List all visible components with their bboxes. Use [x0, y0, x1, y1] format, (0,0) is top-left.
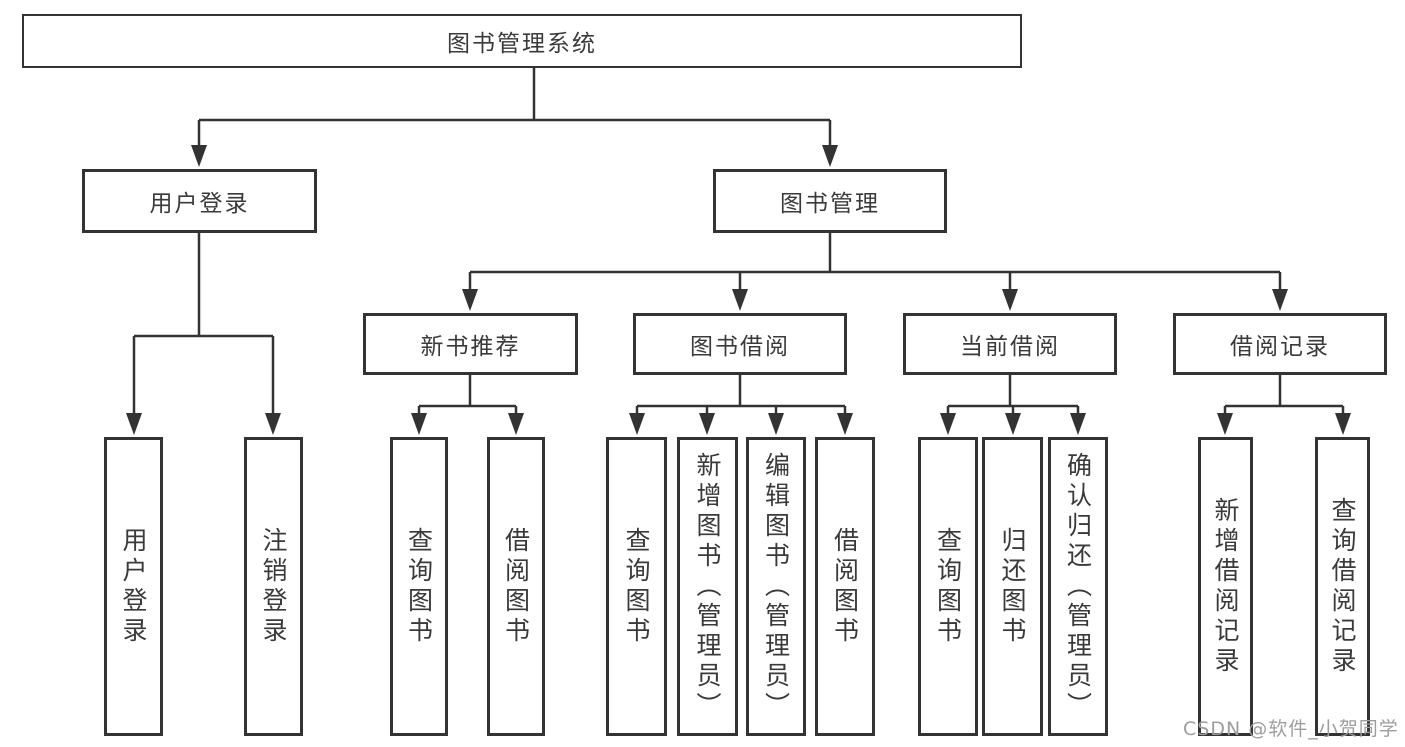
leaf-label: 注销登录: [259, 526, 288, 647]
edge-book-borrow-branch: [635, 404, 847, 416]
leaf-label: 用户登录: [119, 526, 148, 647]
leaf-current-confirm-admin: 确认归还（管理员）: [1048, 437, 1108, 736]
leaf-label: 确认归还（管理员）: [1063, 451, 1093, 722]
leaf-borrow-add-admin: 新增图书（管理员）: [677, 437, 738, 736]
node-current-borrow: 当前借阅: [903, 313, 1117, 375]
node-borrow-records: 借阅记录: [1173, 313, 1387, 375]
leaf-current-query: 查询图书: [918, 437, 978, 736]
leaf-label: 借阅图书: [830, 526, 860, 647]
node-book-mgmt: 图书管理: [713, 169, 947, 233]
leaf-label: 查询图书: [404, 526, 434, 647]
edge-level3-branch: [468, 270, 1282, 292]
leaf-label: 归还图书: [998, 526, 1027, 647]
edge-current-borrow-branch: [946, 404, 1080, 416]
leaf-label: 借阅图书: [501, 526, 531, 647]
leaf-logout: 注销登录: [244, 437, 303, 736]
leaf-borrow-book: 借阅图书: [815, 437, 875, 736]
leaf-user-login: 用户登录: [104, 437, 163, 736]
leaf-label: 新增借阅记录: [1211, 496, 1240, 677]
leaf-label: 查询图书: [622, 526, 651, 647]
leaf-records-add: 新增借阅记录: [1198, 437, 1253, 736]
node-user-login: 用户登录: [82, 169, 317, 233]
edge-level1-branch: [197, 118, 832, 148]
edge-user-login-branch: [132, 334, 275, 416]
leaf-newbooks-query: 查询图书: [390, 437, 448, 736]
node-root: 图书管理系统: [22, 14, 1022, 68]
leaf-label: 查询图书: [933, 526, 963, 647]
leaf-borrow-edit-admin: 编辑图书（管理员）: [746, 437, 806, 736]
leaf-label: 新增图书（管理员）: [693, 451, 722, 722]
leaf-label: 查询借阅记录: [1328, 496, 1357, 677]
csdn-watermark: CSDN @软件_小贺同学: [1183, 718, 1399, 740]
node-new-books: 新书推荐: [363, 313, 578, 375]
leaf-current-return: 归还图书: [982, 437, 1043, 736]
leaf-newbooks-borrow: 借阅图书: [487, 437, 545, 736]
node-book-borrow: 图书借阅: [633, 313, 847, 375]
leaf-records-query: 查询借阅记录: [1315, 437, 1370, 736]
edge-borrow-records-branch: [1223, 404, 1345, 416]
leaf-borrow-query: 查询图书: [606, 437, 667, 736]
arrowheads: [126, 145, 1351, 435]
edge-new-books-branch: [417, 404, 518, 416]
leaf-label: 编辑图书（管理员）: [761, 451, 791, 722]
